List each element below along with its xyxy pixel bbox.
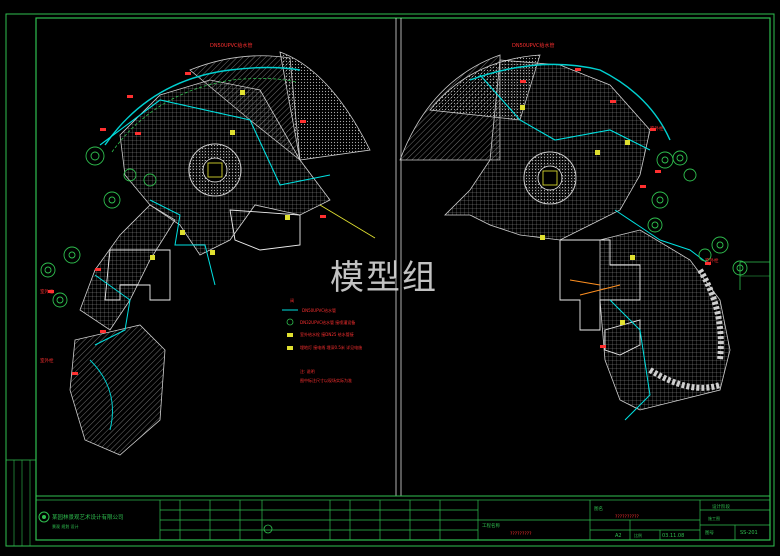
company-logo xyxy=(38,511,50,523)
sheet-label: 图号 xyxy=(705,530,714,536)
drawing-label: 图名 xyxy=(594,505,603,512)
scale-label: 比例 xyxy=(634,532,642,538)
left-side-label-1: 室外栓 xyxy=(40,288,54,295)
project-label: 工程名称 xyxy=(482,522,500,529)
legend-note-body: 图中标注尺寸以现场实际为准 xyxy=(300,377,352,383)
right-pipe-label: DN50UPVC给水管 xyxy=(512,42,555,49)
legend-row-3: DN32UPVC给水管 接喷灌设备 xyxy=(300,319,355,325)
company-sub: 景观 规划 设计 xyxy=(52,523,79,529)
right-side-label-1: 室外栓 xyxy=(650,125,664,132)
company-name: 某园林景观艺术设计有限公司 xyxy=(52,513,124,521)
date-value: 03.11.08 xyxy=(662,533,684,539)
legend-row-4: 室外给水栓 接DN25 给水管接 xyxy=(300,331,354,337)
sheet-value: SS-201 xyxy=(740,530,758,536)
legend-note-title: 注: 说明 xyxy=(300,368,315,374)
title-block xyxy=(35,495,771,541)
firm-seal xyxy=(263,524,273,534)
right-site-plan: DN50UPVC给水管 室外栓 室外栓 xyxy=(399,42,748,421)
legend-row-2: DN50UPVC给水管 xyxy=(302,307,336,313)
outer-frame xyxy=(5,13,775,547)
left-side-label-2: 室外栓 xyxy=(40,357,54,364)
drawing-value: ?????????? xyxy=(615,514,639,520)
left-pipe-label: DN50UPVC给水管 xyxy=(210,42,253,49)
stage-value: 施工图 xyxy=(708,515,720,521)
left-site-plan: DN50UPVC给水管 室外栓 室外栓 xyxy=(40,42,376,456)
watermark-text: 模型组 xyxy=(330,258,438,298)
legend: 阀 DN50UPVC给水管 DN32UPVC给水管 接喷灌设备 室外给水栓 接D… xyxy=(282,297,362,383)
stage-label: 设计阶段 xyxy=(712,503,730,510)
size-value: A2 xyxy=(615,533,622,539)
right-side-label-2: 室外栓 xyxy=(705,257,719,264)
legend-row-1: 阀 xyxy=(290,297,294,303)
legend-row-5: 埋地灯 接电线 埋深0.5米 详见电施 xyxy=(300,344,362,350)
project-value: ????????? xyxy=(510,531,532,537)
